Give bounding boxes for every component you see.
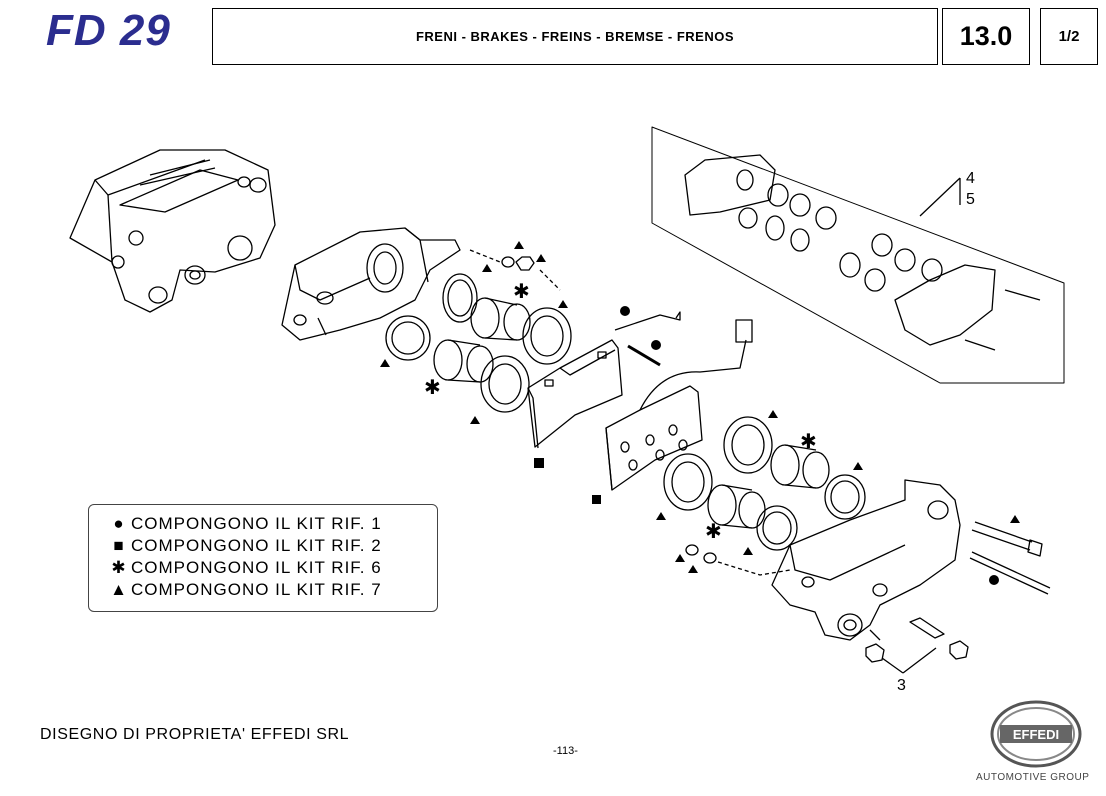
page-indicator-text: 1/2 <box>1058 28 1080 45</box>
legend-label: COMPONGONO IL KIT RIF. 7 <box>131 580 382 599</box>
brake-pad-left <box>527 339 623 449</box>
model-code: FD 29 <box>46 6 171 55</box>
kit7-marker <box>482 264 492 272</box>
caliper-bolt-long <box>971 521 1043 557</box>
washer-cap <box>703 552 717 564</box>
logo-tagline: AUTOMOTIVE GROUP <box>976 772 1090 783</box>
right-dust-boot-top <box>723 416 773 474</box>
legend-row-kit2: ■ COMPONGONO IL KIT RIF. 2 <box>107 535 437 557</box>
right-seal-bottom <box>756 505 798 551</box>
nut <box>949 640 969 660</box>
triangle-icon: ▲ <box>110 580 128 599</box>
section-number-text: 13.0 <box>959 21 1013 51</box>
callout-4: 4 <box>966 170 975 187</box>
retaining-spring <box>614 311 681 331</box>
assembled-caliper <box>69 149 276 313</box>
kit6-marker: ✱ <box>705 519 722 543</box>
legend-row-kit7: ▲ COMPONGONO IL KIT RIF. 7 <box>107 579 437 601</box>
kit1-marker <box>620 306 630 316</box>
legend-label: COMPONGONO IL KIT RIF. 1 <box>131 514 382 533</box>
callout-5: 5 <box>966 191 975 208</box>
page-indicator: 1/2 <box>1040 8 1098 65</box>
section-number: 13.0 <box>942 8 1030 65</box>
right-piston-bottom <box>707 484 766 529</box>
kit1-marker <box>651 340 661 350</box>
legend-label: COMPONGONO IL KIT RIF. 2 <box>131 536 382 555</box>
right-piston-top <box>770 444 830 489</box>
asterisk-icon: ✱ <box>111 558 127 577</box>
bleed-nipple <box>865 643 885 663</box>
kit6-marker: ✱ <box>800 429 817 453</box>
brake-pad-right <box>605 319 753 491</box>
bleed-nut <box>515 256 535 271</box>
kit6-marker: ✱ <box>424 375 441 399</box>
square-icon: ■ <box>113 536 125 555</box>
pad-pin <box>627 344 661 367</box>
guide-pin <box>969 551 1051 595</box>
right-dust-boot-bottom <box>663 453 713 511</box>
logo-text: EFFEDI <box>1013 727 1059 742</box>
kit2-marker <box>534 458 544 468</box>
effedi-logo: EFFEDI <box>990 700 1082 768</box>
bleed-screw <box>909 617 945 639</box>
legend-label: COMPONGONO IL KIT RIF. 6 <box>131 558 382 577</box>
page-title-text: FRENI - BRAKES - FREINS - BREMSE - FRENO… <box>415 29 735 44</box>
page-number: -113- <box>553 745 578 757</box>
kit-legend: ● COMPONGONO IL KIT RIF. 1 ■ COMPONGONO … <box>88 504 438 612</box>
kit1-marker <box>989 575 999 585</box>
inset-panel <box>651 126 1065 384</box>
left-seal-top <box>442 273 478 323</box>
left-seal-bottom <box>385 315 431 361</box>
right-seal-top <box>824 474 866 520</box>
legend-row-kit6: ✱ COMPONGONO IL KIT RIF. 6 <box>107 557 437 579</box>
ownership-notice: DISEGNO DI PROPRIETA' EFFEDI SRL <box>40 726 350 743</box>
circle-icon: ● <box>113 514 125 533</box>
left-dust-boot-bottom <box>480 355 530 413</box>
kit6-marker: ✱ <box>513 279 530 303</box>
legend-row-kit1: ● COMPONGONO IL KIT RIF. 1 <box>107 513 437 535</box>
bleed-cap <box>501 256 515 268</box>
left-piston-top <box>470 297 531 341</box>
left-half-caliper <box>281 227 461 341</box>
right-half-caliper <box>771 479 961 641</box>
callout-3: 3 <box>897 677 906 694</box>
kit2-marker <box>592 495 601 504</box>
left-dust-boot-top <box>522 307 572 365</box>
washer <box>685 544 699 556</box>
left-piston-bottom <box>433 339 494 383</box>
page-title: FRENI - BRAKES - FREINS - BREMSE - FRENO… <box>212 8 938 65</box>
